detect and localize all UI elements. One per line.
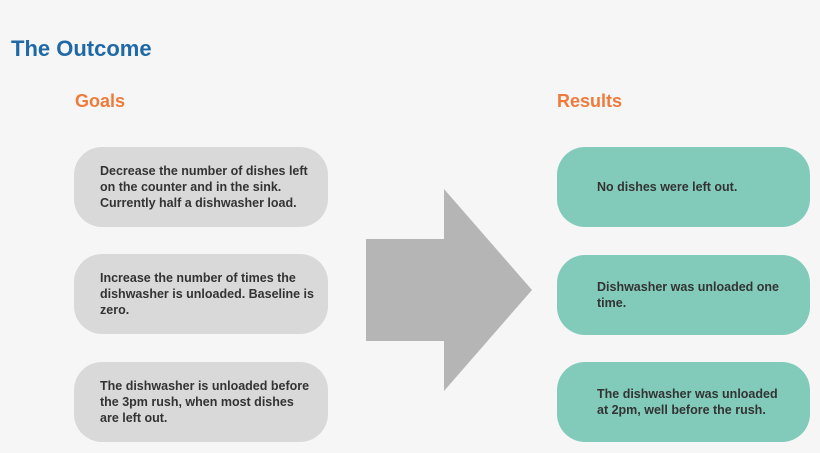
result-text-2: Dishwasher was unloaded one time. <box>597 280 779 310</box>
page-title: The Outcome <box>11 36 152 61</box>
goal-box-1: Decrease the number of dishes left on th… <box>74 147 328 227</box>
result-box-2: Dishwasher was unloaded one time. <box>557 255 810 335</box>
result-box-1: No dishes were left out. <box>557 147 810 227</box>
goal-box-2: Increase the number of times the dishwas… <box>74 254 328 334</box>
goal-text-1: Decrease the number of dishes left on th… <box>100 164 308 210</box>
result-box-3: The dishwasher was unloaded at 2pm, well… <box>557 362 810 442</box>
results-heading: Results <box>557 91 623 111</box>
right-arrow-icon <box>366 189 532 391</box>
arrow-polygon <box>366 189 532 391</box>
arrow-shape <box>366 189 532 391</box>
goals-heading: Goals <box>75 91 126 111</box>
goal-text-3: The dishwasher is unloaded before the 3p… <box>100 379 310 425</box>
result-text-3: The dishwasher was unloaded at 2pm, well… <box>597 387 778 417</box>
goal-box-3: The dishwasher is unloaded before the 3p… <box>74 362 328 442</box>
goal-text-2: Increase the number of times the dishwas… <box>100 271 314 317</box>
result-text-1: No dishes were left out. <box>597 180 738 194</box>
